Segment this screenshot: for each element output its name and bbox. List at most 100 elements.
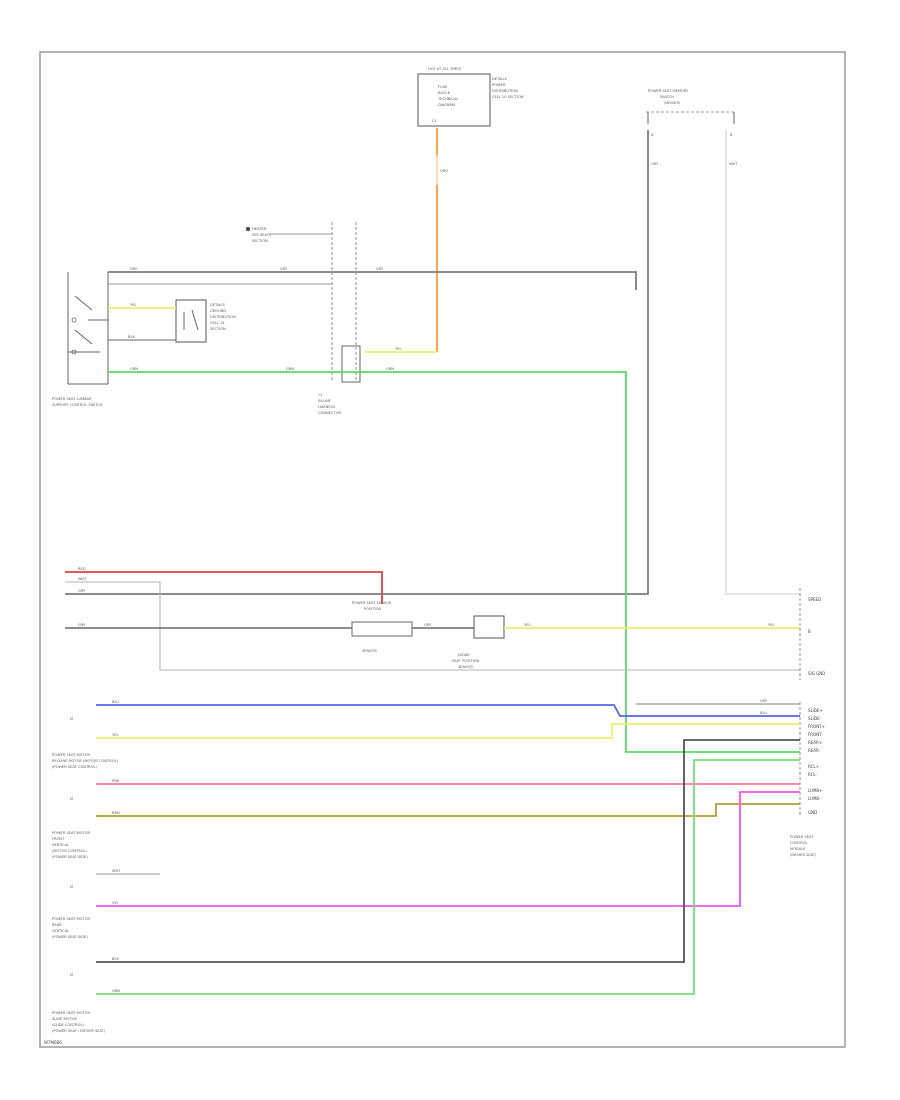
module-pin-front-minus: FRONT-	[808, 732, 823, 737]
upper-connector-line-3: HARNESS	[318, 405, 336, 409]
wire-darkgray-motor4	[96, 739, 800, 963]
fuse-note-1: DETAILS	[492, 77, 507, 81]
heater-note-1: HEATER	[252, 227, 267, 231]
motor1-line-3: (POWER SEAT CONTROL)	[52, 765, 97, 769]
relay-box-outline	[175, 299, 207, 343]
position-sensor-body	[351, 621, 413, 637]
upper-connector-line-2: IN-LINE	[318, 399, 332, 403]
position-sensor: POWER SEAT SENSOR POSITION SENSOR	[351, 601, 413, 653]
motor1-line-2: RECLINE MOTOR (MOTOR CONTROL)	[52, 759, 119, 763]
wire-gray-memory-label: GRY	[651, 162, 659, 166]
seat-module-line-2: CONTROL	[790, 841, 808, 845]
diode-line-3: SENSOR	[458, 665, 473, 669]
wire-yellow-lumbar-label: YEL	[130, 303, 136, 307]
memory-pin-b: B	[730, 133, 733, 137]
fuse-note-2: POWER	[492, 83, 506, 87]
module-pin-rcl-plus: RCL+	[808, 764, 819, 769]
wire-green-main	[108, 371, 800, 753]
wire-gray-lumbar-1	[108, 271, 637, 290]
wire-gray-memory	[65, 130, 649, 595]
motor3-line-4: (POWER SEAT SIDE)	[52, 935, 88, 939]
module-pin-front-plus: FRONT+	[808, 724, 825, 729]
seat-module-line-3: MODULE	[790, 847, 806, 851]
module-pin-lumb-minus: LUMB-	[808, 796, 821, 801]
lumbar-switch-line-1: POWER SEAT LUMBAR	[52, 397, 92, 401]
wire-green-motor4-label: GRN	[112, 989, 120, 993]
wire-brown-motor2	[96, 803, 800, 817]
position-sensor-line-1: POWER SEAT SENSOR	[352, 601, 392, 605]
wire-magenta-motor3	[96, 791, 800, 907]
relay-note-1: DETAILS	[210, 303, 225, 307]
wire-gray-sensor-mid-label: GRY	[424, 623, 432, 627]
relay-note-4: CELL 14	[210, 321, 225, 325]
diagram-frame	[39, 51, 846, 1048]
motor1-line-1: POWER SEAT MOTOR	[52, 753, 90, 757]
fuse-box-line-3: TECHNICAL	[437, 97, 458, 101]
wire-green-label-2: GRN	[286, 367, 294, 371]
module-pin-slide-minus: SLIDE-	[808, 716, 822, 721]
wire-magenta-label: VIO	[112, 901, 119, 905]
relay-note-3: DISTRIBUTION	[210, 315, 236, 319]
wire-blue-motor1	[96, 704, 800, 717]
wire-orange-label: ORG	[440, 169, 448, 173]
motor3-line-2: REAR	[52, 923, 62, 927]
module-pin-speed: SPEED	[808, 597, 821, 602]
module-pin-rear-minus: REAR-	[808, 748, 821, 753]
heater-note-2: SEE SEATS	[252, 233, 272, 237]
wire-yellow-motor1-label: YEL	[112, 733, 118, 737]
wire-gray-sensor-left-label: GRY	[78, 623, 86, 627]
relay-box: DETAILS GROUND DISTRIBUTION CELL 14 SECT…	[175, 299, 236, 343]
heater-note-3: SECTION	[252, 239, 268, 243]
wire-yellow-motor1	[96, 723, 800, 739]
wire-blue-label: BLU	[112, 700, 119, 704]
upper-connector-block	[341, 345, 361, 383]
lumbar-switch-internal	[68, 319, 108, 353]
wire-lightgray-sensor	[65, 581, 800, 671]
motor2-line-1: POWER SEAT MOTOR	[52, 831, 90, 835]
module-pin-gnd: GND	[808, 810, 817, 815]
wire-gray-lumbar-label-3: GRY	[376, 267, 384, 271]
position-sensor-line-3: SENSOR	[362, 649, 377, 653]
lumbar-switch-outline	[67, 272, 109, 385]
module-pin-lumb-plus: LUMB+	[808, 788, 823, 793]
motor4-line-3: (SLIDE CONTROL)	[52, 1023, 84, 1027]
wire-black-motor4-label: BLK	[112, 957, 119, 961]
lumbar-switch-line-2: SUPPORT CONTROL SWITCH	[52, 403, 103, 407]
wire-green-label-1: GRN	[130, 367, 138, 371]
diode: DIODE SEAT POSITION SENSOR	[452, 615, 505, 669]
upper-connector: C1 IN-LINE HARNESS CONNECTOR	[318, 222, 361, 415]
wire-red-label: RED	[78, 567, 86, 571]
motor4-line-4: (POWER SEAT / DRIVER SEAT)	[52, 1029, 106, 1033]
motor2-id: M	[70, 797, 73, 801]
module-pin-b: B	[808, 629, 811, 634]
fuse-box-line-1: FUSE	[438, 85, 448, 89]
motor3-line-3: VERTICAL	[52, 929, 69, 933]
motor1-id: M	[70, 717, 73, 721]
wire-brown-label: BRN	[112, 811, 120, 815]
seat-module: SPEED B SIG GND SLIDE+ SLIDE- FRONT+ FRO…	[790, 588, 825, 857]
memory-switch-line-1: POWER SEAT MEMORY	[648, 89, 689, 93]
motor4-line-2: SLIDE MOTOR	[52, 1017, 77, 1021]
position-sensor-line-2: POSITION	[364, 607, 381, 611]
wire-pink-label: PNK	[112, 779, 120, 783]
diode-body	[473, 615, 505, 639]
upper-connector-dashes	[331, 222, 357, 382]
relay-note-2: GROUND	[210, 309, 226, 313]
fuse-box-line-2: BLOCK	[438, 91, 451, 95]
page-ref-id: W7M6B6	[44, 1040, 62, 1045]
module-pin-slide-plus: SLIDE+	[808, 708, 823, 713]
relay-note-5: SECTION	[210, 327, 226, 331]
fuse-box-title: HOT AT ALL TIMES	[428, 67, 462, 71]
lumbar-switch: POWER SEAT LUMBAR SUPPORT CONTROL SWITCH	[52, 272, 109, 407]
fuse-box: HOT AT ALL TIMES FUSE BLOCK TECHNICAL DI…	[417, 67, 524, 127]
motor3-id: M	[70, 885, 73, 889]
fuse-note-3: DISTRIBUTION	[492, 89, 518, 93]
wire-white-memory-label: WHT	[729, 162, 738, 166]
memory-switch-line-3: (DRIVER)	[664, 101, 681, 105]
wire-green-label-3: GRN	[386, 367, 394, 371]
wire-red-sensor	[65, 571, 383, 604]
wire-white-memory	[725, 130, 800, 595]
fuse-box-outline	[417, 73, 491, 127]
wire-black-lumbar-label: BLK	[128, 335, 135, 339]
